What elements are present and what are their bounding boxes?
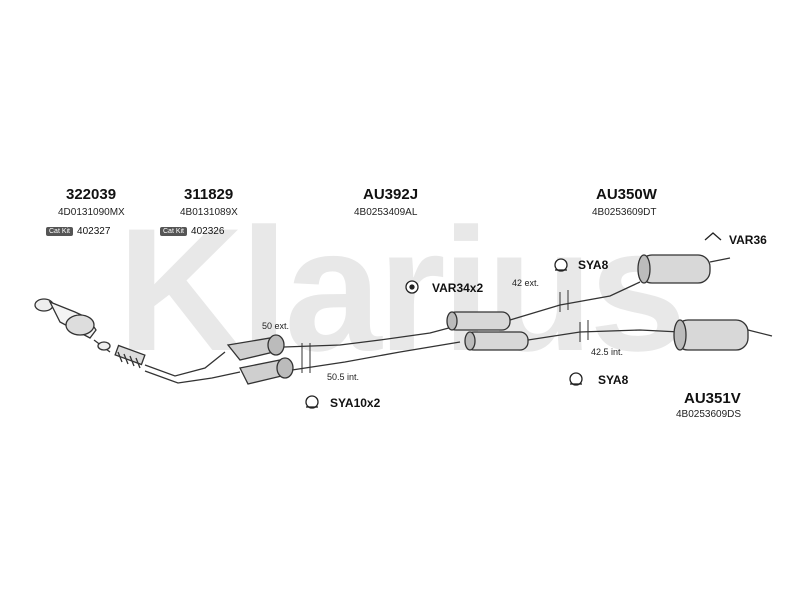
part-number: AU351V xyxy=(684,390,741,407)
joint-marks-50 xyxy=(301,343,311,373)
part-oem-number: 4B0253409AL xyxy=(354,207,418,218)
part-number: AU350W xyxy=(596,186,657,203)
cat-kit-code: 402327 xyxy=(77,226,111,237)
front-flange xyxy=(34,298,97,339)
part-block-2: 311829 xyxy=(184,186,233,203)
part-block-1: 322039 xyxy=(66,186,116,203)
catalyst-upper xyxy=(226,334,285,361)
fitting-label-var36: VAR36 xyxy=(729,233,767,247)
cat-kit-badge: Cat Kit xyxy=(160,226,188,236)
flex-pipe xyxy=(93,339,146,369)
part-number: 322039 xyxy=(66,186,117,203)
joint-marks-42 xyxy=(559,290,569,312)
fitting-label-sya10: SYA10x2 xyxy=(330,396,381,410)
part-oem-number: 4B0131089X xyxy=(180,207,238,218)
joint-marks-42-5 xyxy=(579,320,589,342)
sya8-bottom-mount-icon xyxy=(569,372,583,386)
part-oem-number: 4D0131090MX xyxy=(58,207,125,218)
catalyst-lower xyxy=(239,357,294,385)
cat-kit-badge: Cat Kit xyxy=(46,226,74,236)
dimension-label-42-5-int: 42.5 int. xyxy=(591,347,624,357)
rear-silencer-lower xyxy=(673,319,773,351)
center-silencer-upper xyxy=(446,311,511,331)
center-silencer-lower xyxy=(464,331,529,351)
front-pipe-a xyxy=(144,351,226,377)
fitting-label-var34: VAR34x2 xyxy=(432,281,484,295)
rear-silencer-upper xyxy=(637,254,731,284)
cat-kit-code: 402326 xyxy=(191,226,225,237)
var36-clamp-icon xyxy=(704,232,722,241)
front-pipe-b xyxy=(144,370,241,384)
rear-pipe-lower xyxy=(527,329,681,341)
fitting-label-sya8-top: SYA8 xyxy=(578,258,609,272)
sya8-top-mount-icon xyxy=(554,258,568,272)
mid-pipe-upper xyxy=(283,324,461,348)
part-oem-number: 4B0253609DT xyxy=(592,207,657,218)
sya10-mount-icon xyxy=(305,395,319,409)
fitting-label-sya8-bottom: SYA8 xyxy=(598,373,629,387)
watermark-text: Klarius xyxy=(117,193,682,388)
part-oem-number: 4B0253609DS xyxy=(676,409,742,420)
var34-clamp-icon xyxy=(405,280,419,294)
rear-pipe-upper xyxy=(509,281,641,321)
part-number: AU392J xyxy=(363,186,419,203)
dimension-label-50-5-int: 50.5 int. xyxy=(327,372,360,382)
mid-pipe-lower xyxy=(291,341,461,371)
dimension-label-42-ext: 42 ext. xyxy=(512,278,540,288)
part-number: 311829 xyxy=(184,186,234,203)
dimension-label-50-ext: 50 ext. xyxy=(262,321,290,331)
